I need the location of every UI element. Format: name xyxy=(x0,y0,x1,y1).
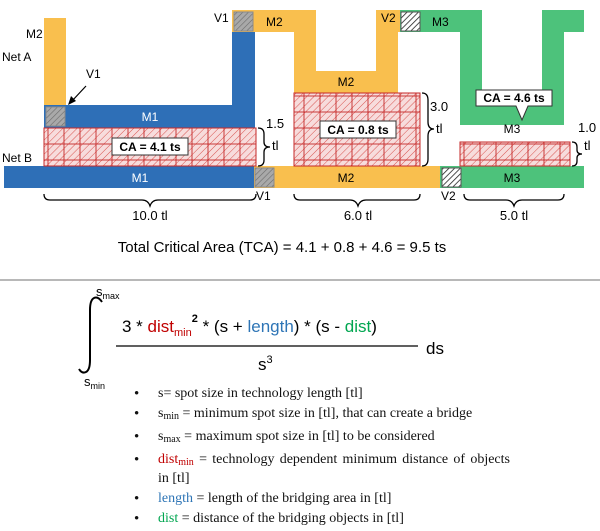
brace-middle-height xyxy=(421,92,435,167)
label-m1-upper: M1 xyxy=(142,110,159,124)
brace-middle-width xyxy=(293,193,421,209)
v1-arrow-head xyxy=(68,96,76,105)
width-right: 5.0 tl xyxy=(500,208,528,223)
definitions-list: s= spot size in technology length [tl] s… xyxy=(130,386,510,531)
via-v1-upper-left xyxy=(45,106,66,127)
label-m2-bottom: M2 xyxy=(338,171,355,185)
height-left-num: 1.5 xyxy=(266,116,284,131)
m3-top-right xyxy=(542,10,584,32)
label-v1-arrow: V1 xyxy=(86,67,101,81)
height-right-num: 1.0 xyxy=(578,120,596,135)
ca-middle-label: CA = 0.8 ts xyxy=(327,123,389,137)
total-critical-area: Total Critical Area (TCA) = 4.1 + 0.8 + … xyxy=(118,239,447,256)
m2-u-left xyxy=(294,10,316,90)
formula-denominator: s3 xyxy=(258,354,273,374)
m2-bottom-wire xyxy=(254,166,442,188)
label-m2-top: M2 xyxy=(266,15,283,29)
m3-bottom xyxy=(460,103,564,125)
definition-dist: dist = distance of the bridging objects … xyxy=(130,511,510,527)
label-v1-bottom: V1 xyxy=(256,189,271,203)
brace-left-width xyxy=(43,193,257,209)
via-v2-top xyxy=(400,11,421,32)
m1-upper-wire xyxy=(44,105,255,128)
label-m1-bottom: M1 xyxy=(132,171,149,185)
height-left-unit: tl xyxy=(272,138,279,153)
definition-length: length = length of the bridging area in … xyxy=(130,491,510,507)
m1-bottom-wire xyxy=(4,166,256,188)
m2-u-bottom xyxy=(294,71,398,93)
label-m2-upper-left: M2 xyxy=(26,27,43,41)
label-m2-u: M2 xyxy=(338,75,355,89)
via-v1-top xyxy=(233,11,254,32)
label-net-a: Net A xyxy=(2,50,31,64)
m2-left-riser xyxy=(44,18,66,128)
height-middle-unit: tl xyxy=(436,121,443,136)
brace-left-height xyxy=(257,127,271,167)
ca-left-box xyxy=(111,137,189,156)
integral-lower: smin xyxy=(84,374,105,391)
definition-s: s= spot size in technology length [tl] xyxy=(130,386,510,402)
brace-right-width xyxy=(463,193,565,209)
formula-ds: ds xyxy=(426,339,444,358)
critical-area-diagram: CA = 4.1 ts CA = 0.8 ts CA = 4.6 ts M2 N… xyxy=(2,10,596,256)
width-middle: 6.0 tl xyxy=(344,208,372,223)
critical-area-formula: smax smin 3 * distmin2 * (s + length) * … xyxy=(78,284,444,391)
height-middle-num: 3.0 xyxy=(430,99,448,114)
integral-upper: smax xyxy=(96,284,120,301)
definition-smax: smax = maximum spot size in [tl] to be c… xyxy=(130,429,510,448)
label-m3-bottom: M3 xyxy=(504,171,521,185)
label-m3-top: M3 xyxy=(432,15,449,29)
via-v1-bottom xyxy=(254,167,275,188)
section-separator xyxy=(0,279,600,281)
integral-sign xyxy=(78,296,103,374)
label-v2-bottom: V2 xyxy=(441,189,456,203)
formula-numerator: 3 * distmin2 * (s + length) * (s - dist) xyxy=(122,313,377,339)
v1-arrow-line xyxy=(71,85,87,102)
label-v2-top: V2 xyxy=(381,11,396,25)
ca-left-label: CA = 4.1 ts xyxy=(119,140,181,154)
definition-smin: smin = minimum spot size in [tl], that c… xyxy=(130,406,510,425)
label-net-b: Net B xyxy=(2,151,32,165)
definition-distmin: distmin = technology dependent minimum d… xyxy=(130,452,510,487)
m2-top-right xyxy=(376,10,401,32)
via-v2-bottom xyxy=(441,167,462,188)
ca-middle-box xyxy=(319,120,397,139)
height-right-unit: tl xyxy=(584,138,591,153)
ca-right-label: CA = 4.6 ts xyxy=(483,91,545,105)
ca-right-callout xyxy=(475,89,553,122)
label-m3-upper: M3 xyxy=(504,122,521,136)
label-v1-top: V1 xyxy=(214,11,229,25)
width-left: 10.0 tl xyxy=(132,208,168,223)
brace-right-height xyxy=(571,141,583,167)
critical-area-right xyxy=(459,141,571,167)
m1-vertical-wire xyxy=(232,10,255,128)
m3-bottom-wire xyxy=(440,166,584,188)
